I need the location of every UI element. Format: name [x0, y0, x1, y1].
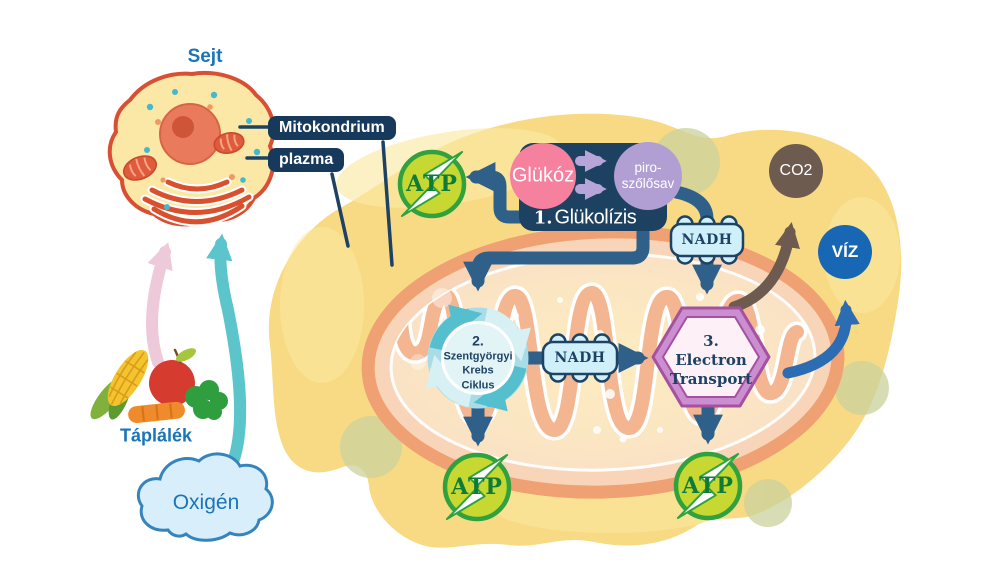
mitochondrium-callout: Mitokondrium	[268, 116, 396, 140]
et-step-number: 3.	[703, 331, 719, 350]
food-arrow	[145, 241, 173, 368]
pyruvate-label-line1: piro-	[634, 160, 662, 176]
krebs-cycle-label: 2. Szentgyörgyi Krebs Ciklus	[443, 331, 512, 392]
krebs-line2: Krebs	[462, 364, 494, 377]
co2-label: CO2	[779, 162, 813, 179]
arrow-glycolysis-to-krebs	[463, 222, 650, 292]
conversion-chevrons	[575, 149, 607, 201]
krebs-line3: Ciklus	[461, 379, 495, 392]
et-line1: Electron	[675, 350, 747, 369]
mitochondrion-small-left	[122, 155, 158, 181]
glycolysis-step-label: 1. Glükolízis	[534, 207, 637, 230]
atp-label-et: ATP	[682, 473, 734, 499]
plazma-callout: plazma	[268, 148, 345, 172]
mitochondrion-small-right	[213, 131, 245, 155]
carrot-icon	[128, 401, 185, 424]
et-line2: Transport	[669, 369, 753, 388]
atp-badge-glycolysis	[397, 149, 467, 219]
glycolysis-step-number: 1.	[533, 207, 553, 229]
food-icons	[90, 348, 228, 424]
krebs-step-number: 2.	[472, 332, 484, 349]
krebs-line1: Szentgyörgyi	[443, 350, 513, 363]
oxygen-cloud	[136, 452, 274, 542]
viz-label: VÍZ	[831, 242, 859, 261]
atp-badge-krebs	[442, 452, 512, 522]
nadh-badge-top	[669, 215, 745, 265]
endoplasmic-reticulum	[140, 177, 254, 227]
pyruvate-circle	[614, 142, 682, 210]
oxygen-arrow	[206, 233, 247, 468]
viz-circle	[818, 225, 872, 279]
atp-badge-et	[673, 451, 743, 521]
nucleolus	[172, 116, 194, 138]
cell-label: Sejt	[187, 46, 223, 67]
arrow-glycolysis-to-atp	[465, 162, 537, 224]
apple-icon	[149, 348, 196, 406]
co2-circle	[769, 144, 823, 198]
krebs-cycle-ring	[425, 304, 531, 412]
electron-transport-hexagon	[651, 306, 771, 408]
cell-illustration	[107, 71, 276, 227]
nadh-label-mid: NADH	[554, 350, 606, 366]
glycolysis-step-name: Glükolízis	[554, 206, 637, 229]
corn-icon	[90, 350, 149, 420]
pyruvate-label-line2: szőlősav	[621, 176, 675, 192]
glucose-circle	[510, 143, 576, 209]
arrow-co2	[728, 222, 800, 313]
nadh-badge-mid	[541, 333, 619, 383]
electron-transport-label: 3. Electron Transport	[670, 332, 752, 388]
nadh-label-top: NADH	[681, 232, 733, 248]
callout-lines	[238, 125, 394, 267]
oxygen-label: Oxigén	[172, 491, 240, 514]
lightning-bolt-icon	[400, 150, 464, 218]
atp-label-krebs: ATP	[451, 474, 503, 500]
broccoli-icon	[185, 380, 228, 420]
atp-label-glycolysis: ATP	[406, 171, 458, 197]
glucose-label: Glükóz	[511, 164, 575, 187]
lightning-bolt-icon	[676, 452, 740, 520]
food-label: Táplálék	[119, 425, 193, 446]
cell-dots	[144, 89, 261, 210]
arrow-viz	[782, 299, 860, 379]
lightning-bolt-icon	[445, 453, 509, 521]
